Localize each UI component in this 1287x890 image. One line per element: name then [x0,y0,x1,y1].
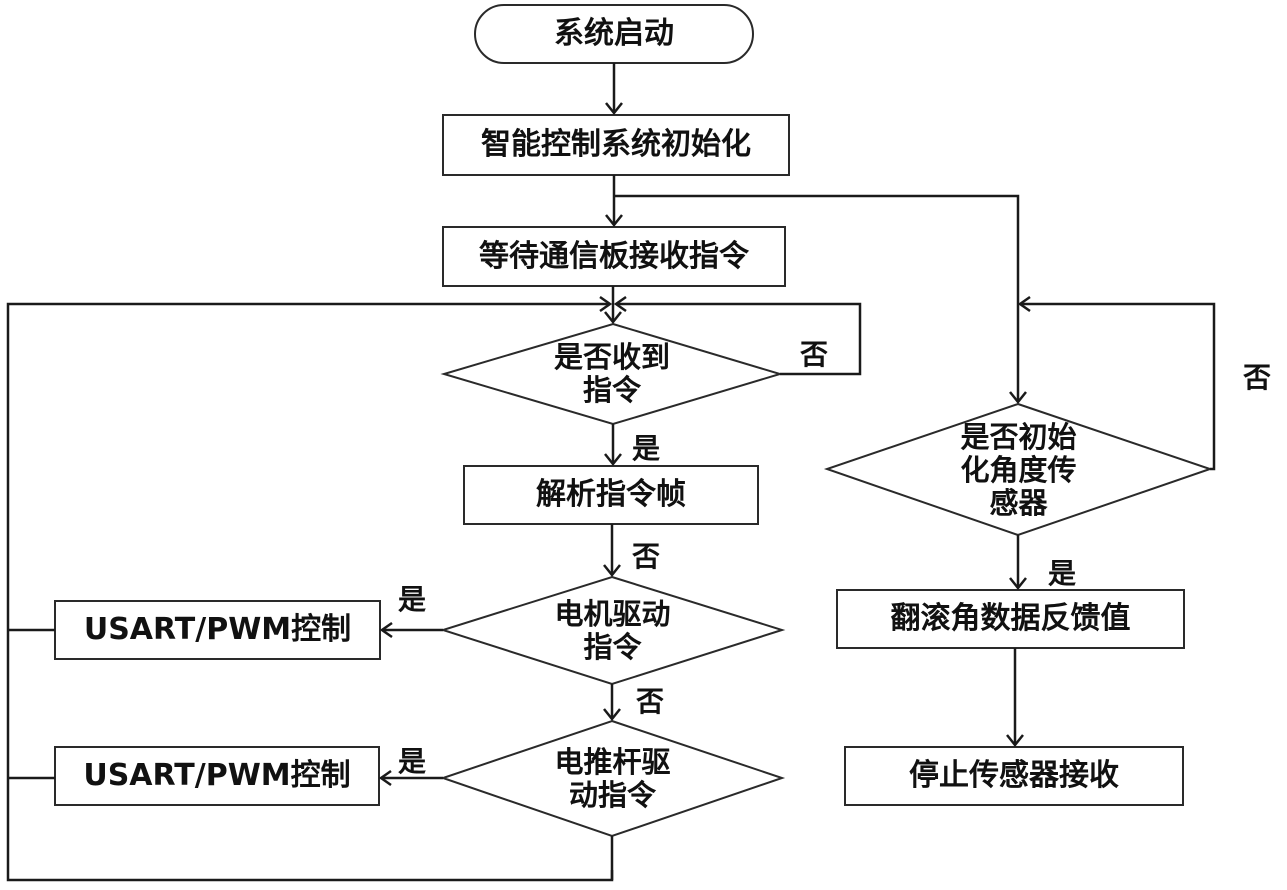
received-label-line1: 是否收到 [553,340,670,374]
stop-sensor-label: 停止传感器接收 [909,758,1119,793]
motor-label-line2: 指令 [583,629,642,664]
sensor-label-line3: 感器 [989,485,1048,520]
sensor-label-line2: 化角度传 [960,452,1077,487]
wait-label: 等待通信板接收指令 [479,238,749,274]
stop-sensor-box [844,746,1184,806]
pusher-control-node: USART/PWM控制 [55,747,379,805]
wait-node: 等待通信板接收指令 [443,227,785,286]
edge-label-motor-yes: 是 [398,583,427,616]
init-label: 智能控制系统初始化 [481,127,751,162]
edge-label-sensor-yes: 是 [1048,557,1077,590]
init-node: 智能控制系统初始化 [443,115,789,175]
pusher-control-box [54,746,380,806]
parse-box [463,465,759,525]
edge-label-pusher-yes: 是 [398,745,427,778]
stop-sensor-node: 停止传感器接收 [845,747,1183,805]
motor-control-node: USART/PWM控制 [55,601,380,659]
received-decision-node: 是否收到 指令 [444,324,780,424]
start-label: 系统启动 [554,16,674,51]
sensor-label-line1: 是否初始 [960,419,1077,454]
parse-node: 解析指令帧 [464,466,758,524]
pusher-decision-node: 电推杆驱 动指令 [443,721,782,836]
motor-decision-node: 电机驱动 指令 [443,577,782,684]
edge-label-received-no: 否 [800,338,829,371]
parse-label: 解析指令帧 [536,477,686,512]
start-node: 系统启动 [475,5,753,63]
edge-label-parse-no: 否 [632,540,661,573]
connectors [6,63,1216,882]
init-box [442,114,790,176]
edge-label-sensor-no: 否 [1243,361,1272,394]
motor-label-line1: 电机驱动 [554,596,671,631]
roll-feedback-label: 翻滚角数据反馈值 [890,601,1131,636]
pusher-label-line2: 动指令 [568,777,656,812]
roll-feedback-box [836,589,1185,649]
edge-label-motor-no: 否 [636,685,665,718]
pusher-label-line1: 电推杆驱 [554,744,671,779]
motor-control-label: USART/PWM控制 [83,612,352,647]
roll-feedback-node: 翻滚角数据反馈值 [837,590,1184,648]
sensor-decision-node: 是否初始 化角度传 感器 [827,410,1210,530]
pusher-control-label: USART/PWM控制 [83,758,351,793]
received-label-line2: 指令 [582,373,641,407]
edge-label-received-yes: 是 [632,432,661,465]
